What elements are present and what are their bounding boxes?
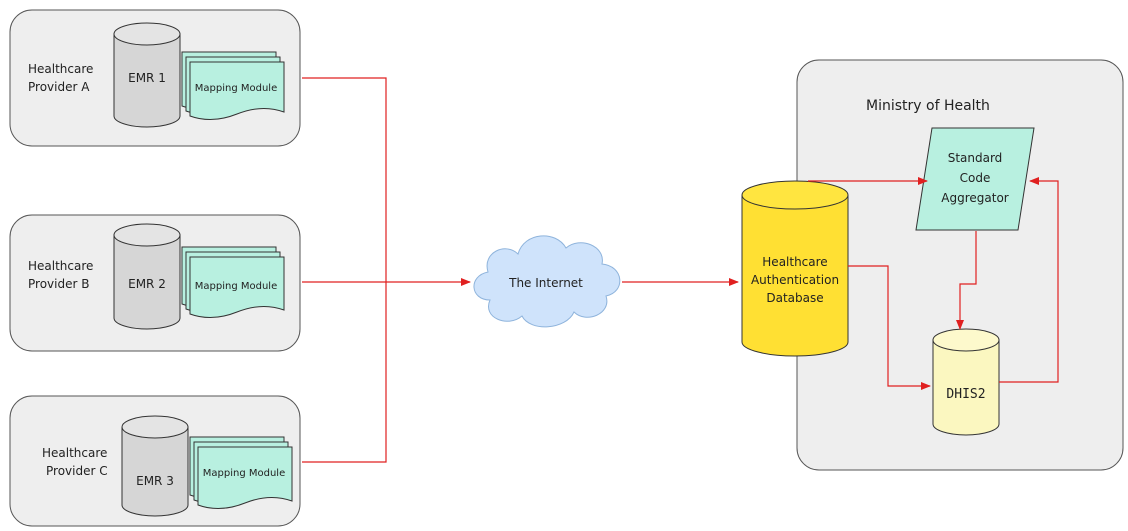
emr-3-label: EMR 3 <box>136 474 174 488</box>
emr-2-cylinder: EMR 2 <box>113 223 181 330</box>
emr-1-label: EMR 1 <box>128 71 166 85</box>
mapping-module-a-label: Mapping Module <box>195 83 277 94</box>
standard-code-aggregator: Standard Code Aggregator <box>915 127 1035 231</box>
provider-b-label-line2: Provider B <box>28 277 89 291</box>
provider-a-label-line1: Healthcare <box>28 62 93 76</box>
mapping-module-b-label: Mapping Module <box>195 281 277 292</box>
provider-connectors <box>302 77 471 463</box>
auth-database-cylinder: Healthcare Authentication Database <box>741 180 849 357</box>
provider-b-label-line1: Healthcare <box>28 259 93 273</box>
provider-b-panel: Healthcare Provider B EMR 2 Mapping Modu… <box>9 214 301 352</box>
provider-c-panel: Healthcare Provider C EMR 3 Mapping Modu… <box>9 395 301 527</box>
provider-c-label-line2: Provider C <box>46 464 108 478</box>
mapping-module-b: Mapping Module <box>181 246 285 318</box>
ministry-connectors <box>808 177 1059 390</box>
aggregator-label-line2: Code <box>960 171 991 185</box>
internet-label: The Internet <box>508 276 583 290</box>
aggregator-label-line1: Standard <box>948 151 1003 165</box>
mapping-module-a: Mapping Module <box>181 51 285 120</box>
mapping-module-c-label: Mapping Module <box>203 468 285 479</box>
ministry-title: Ministry of Health <box>866 98 990 114</box>
auth-db-label-line3: Database <box>766 291 823 305</box>
provider-a-panel: Healthcare Provider A EMR 1 Mapping Modu… <box>9 9 301 147</box>
emr-2-label: EMR 2 <box>128 277 166 291</box>
internet-cloud: The Internet <box>473 235 621 328</box>
provider-a-label-line2: Provider A <box>28 80 90 94</box>
dhis2-cylinder: DHIS2 <box>932 328 1000 436</box>
auth-db-label-line1: Healthcare <box>762 255 827 269</box>
auth-db-label-line2: Authentication <box>751 273 839 287</box>
emr-3-cylinder: EMR 3 <box>121 415 189 517</box>
emr-1-cylinder: EMR 1 <box>113 22 181 128</box>
aggregator-label-line3: Aggregator <box>941 191 1009 205</box>
provider-c-label-line1: Healthcare <box>42 446 107 460</box>
dhis2-label: DHIS2 <box>946 387 985 402</box>
mapping-module-c: Mapping Module <box>189 436 293 509</box>
